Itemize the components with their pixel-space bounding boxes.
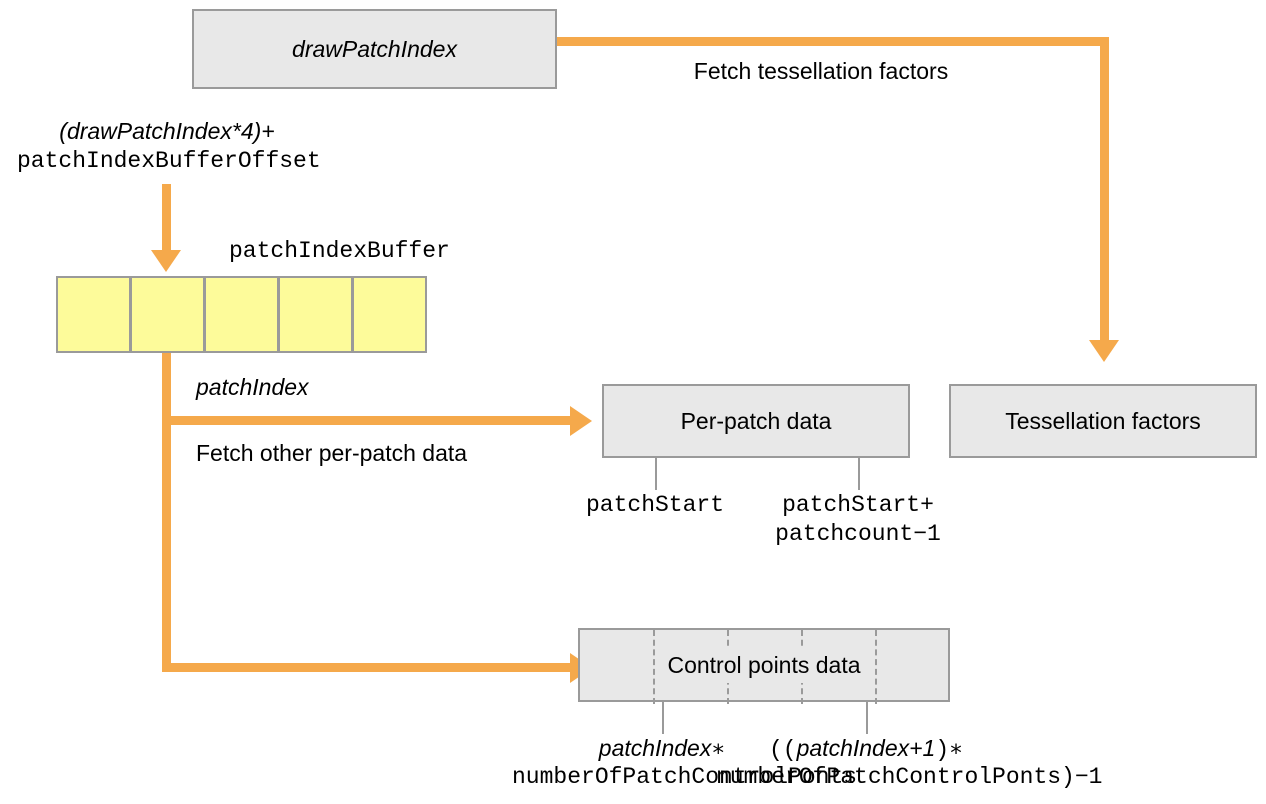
node-draw-patch-index-label: drawPatchIndex xyxy=(292,35,457,62)
arrowhead-to-tessellation-factors xyxy=(1089,340,1119,362)
buffer-cell[interactable] xyxy=(204,276,279,353)
per-patch-end-tick xyxy=(858,458,860,490)
edge-label-fetch-tessellation-factors: Fetch tessellation factors xyxy=(693,58,949,84)
per-patch-end-label-line1: patchStart+ xyxy=(782,492,934,518)
edge-branch-per-patch xyxy=(162,416,572,425)
control-points-start-line1: patchIndex∗ xyxy=(562,735,762,763)
per-patch-start-label: patchStart xyxy=(585,492,725,518)
buffer-cell[interactable] xyxy=(278,276,353,353)
buffer-name-label: patchIndexBuffer xyxy=(229,238,450,264)
node-control-points-data-label: Control points data xyxy=(657,647,871,683)
node-per-patch-data[interactable]: Per-patch data xyxy=(602,384,910,458)
control-points-end-line1: ((patchIndex+1)∗ xyxy=(766,735,966,763)
control-points-divider xyxy=(653,630,655,704)
buffer-cell[interactable] xyxy=(352,276,427,353)
per-patch-end-label-line2: patchcount−1 xyxy=(775,521,941,547)
control-points-start-tick xyxy=(662,702,664,734)
edge-label-patch-index: patchIndex xyxy=(196,374,309,400)
offset-expression-line2: patchIndexBufferOffset xyxy=(17,148,321,174)
node-per-patch-data-label: Per-patch data xyxy=(680,407,832,434)
control-points-end-italic: patchIndex+1 xyxy=(796,735,936,761)
control-points-start-italic: patchIndex xyxy=(598,735,712,761)
control-points-end-line2: numberOfPatchControlPonts)−1 xyxy=(716,764,1103,790)
offset-expression-line1: (drawPatchIndex*4)+ xyxy=(59,118,275,144)
control-points-start-operator: ∗ xyxy=(711,737,726,763)
node-tessellation-factors[interactable]: Tessellation factors xyxy=(949,384,1257,458)
buffer-cell[interactable] xyxy=(130,276,205,353)
control-points-end-open-paren: (( xyxy=(768,737,797,763)
node-draw-patch-index[interactable]: drawPatchIndex xyxy=(192,9,557,89)
arrowhead-to-buffer xyxy=(151,250,181,272)
edge-label-fetch-other-per-patch-data: Fetch other per-patch data xyxy=(196,440,468,466)
edge-offset-to-buffer xyxy=(162,184,171,252)
edge-buffer-trunk xyxy=(162,352,171,672)
node-tessellation-factors-label: Tessellation factors xyxy=(1005,407,1201,434)
arrowhead-to-per-patch-data xyxy=(570,406,592,436)
buffer-cell[interactable] xyxy=(56,276,131,353)
control-points-start-line2: numberOfPatchControlPonts xyxy=(512,764,858,790)
node-control-points-data[interactable]: Control points data xyxy=(578,628,950,704)
control-points-divider xyxy=(875,630,877,704)
control-points-end-tick xyxy=(866,702,868,734)
control-points-end-close-paren: )∗ xyxy=(935,737,964,763)
edge-branch-control-points xyxy=(162,663,572,672)
edge-draw-patch-index-vertical xyxy=(1100,37,1109,342)
edge-draw-patch-index-horizontal xyxy=(556,37,1109,46)
per-patch-start-tick xyxy=(655,458,657,490)
